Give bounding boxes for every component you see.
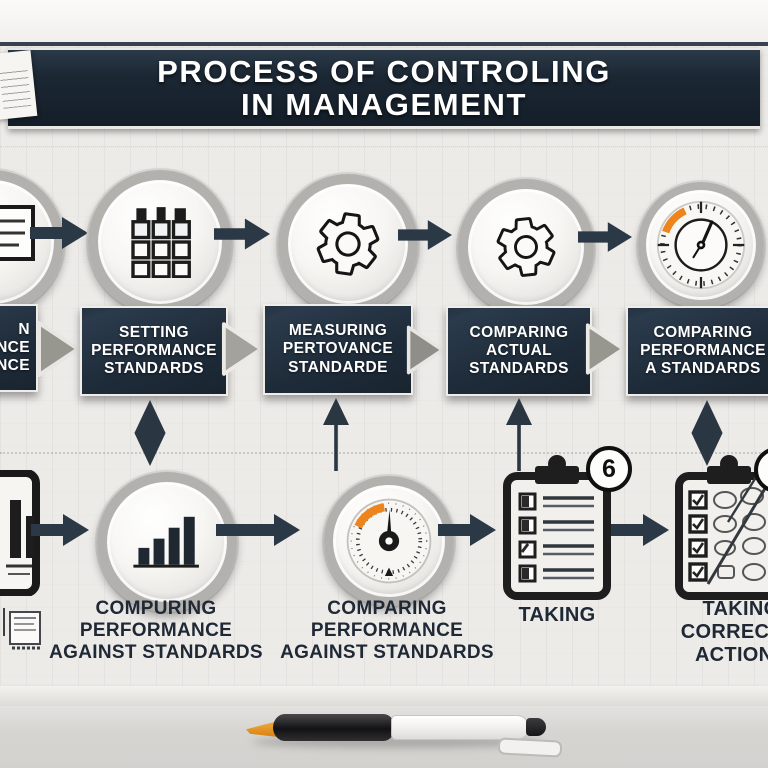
stage-box-partial: N NCE NCE bbox=[0, 304, 38, 392]
stage-box-line: STANDARDS bbox=[104, 360, 204, 378]
label-line: TAKING bbox=[518, 604, 596, 626]
stage-box-line: PERFORMANCE bbox=[640, 341, 766, 359]
page-title-line1: PROCESS OF CONTROLING bbox=[157, 53, 611, 89]
arrow-right-icon bbox=[31, 514, 89, 546]
label-line: CORRECTIV bbox=[680, 621, 768, 644]
label-line: PERFORMANCE bbox=[310, 620, 464, 642]
pen-grip bbox=[273, 714, 395, 741]
label-taking-corrective-actions: TAKING CORRECTIV ACTIONS bbox=[648, 598, 768, 668]
gear-icon bbox=[496, 217, 556, 277]
dotted-guide-line bbox=[0, 146, 768, 147]
gear-icon bbox=[316, 212, 380, 276]
stage-box-line: PERFORMANCE bbox=[91, 341, 217, 359]
stage-box-comparing-actual: COMPARING ACTUAL STANDARDS bbox=[446, 306, 592, 396]
chevron-right-icon bbox=[37, 321, 80, 377]
label-taking: TAKING bbox=[495, 604, 619, 627]
label-line: TAKING bbox=[702, 598, 768, 620]
dotted-guide-line bbox=[0, 452, 768, 454]
arrow-right-icon bbox=[30, 217, 88, 249]
badge-number: 6 bbox=[602, 454, 616, 483]
gauge-icon bbox=[346, 498, 432, 584]
arrow-right-icon bbox=[216, 514, 300, 546]
stage-box-line: A STANDARDS bbox=[645, 360, 761, 378]
stage-box-comparing-performance: COMPARING PERFORMANCE A STANDARDS bbox=[626, 306, 768, 396]
pen-clip bbox=[497, 737, 563, 758]
arrow-right-icon bbox=[214, 218, 270, 250]
stage-box-line: COMPARING bbox=[469, 323, 569, 341]
step-circle-calendar bbox=[88, 170, 232, 314]
label-compuring-performance: COMPURING PERFORMANCE AGAINST STANDARDS bbox=[30, 598, 282, 664]
label-comparing-performance: COMPARING PERFORMANCE AGAINST STANDARDS bbox=[262, 598, 512, 664]
stage-box-setting-standards: SETTING PERFORMANCE STANDARDS bbox=[80, 306, 228, 396]
stage-box-line: PERTOVANCE bbox=[282, 340, 394, 358]
arrow-up-icon bbox=[506, 398, 532, 471]
chevron-right-icon bbox=[585, 323, 626, 375]
calendar-grid-icon bbox=[131, 207, 191, 278]
label-line: COMPARING bbox=[327, 598, 447, 619]
stage-box-line: STANDARDE bbox=[288, 358, 388, 376]
pen-image bbox=[246, 708, 563, 758]
stage-box-line: N bbox=[18, 320, 30, 338]
arrow-right-icon bbox=[611, 514, 669, 546]
arrow-right-icon bbox=[438, 514, 496, 546]
label-line: AGAINST STANDARDS bbox=[49, 642, 263, 664]
clipboard-checklist-icon bbox=[503, 455, 611, 600]
stage-box-line: COMPARING bbox=[653, 323, 753, 341]
label-line: ACTIONS bbox=[694, 644, 768, 667]
step-circle-bar-chart bbox=[97, 472, 237, 612]
step-number-badge: 6 bbox=[586, 446, 632, 492]
label-line: PERFORMANCE bbox=[79, 620, 233, 642]
whiteboard-frame-top bbox=[0, 0, 768, 44]
title-banner: PROCESS OF CONTROLING IN MANAGEMENT bbox=[8, 48, 760, 129]
stage-box-line: ACTUAL bbox=[485, 341, 553, 359]
diamond-connector-icon bbox=[691, 399, 723, 467]
stage-box-measuring: MEASURING PERTOVANCE STANDARDE bbox=[263, 304, 413, 395]
stage-box-line: SETTING bbox=[119, 323, 189, 341]
step-circle-gauge-2 bbox=[324, 476, 454, 606]
arrow-up-icon bbox=[323, 398, 349, 471]
bar-chart-icon bbox=[133, 516, 199, 568]
step-circle-gauge bbox=[638, 182, 764, 308]
whiteboard-frame-bottom bbox=[0, 686, 768, 706]
stage-box-line: MEASURING bbox=[288, 322, 388, 340]
stage-box-line: NCE bbox=[0, 338, 30, 356]
chevron-right-icon bbox=[406, 325, 445, 375]
stamp-sketch-icon bbox=[3, 608, 41, 650]
stage-box-line: STANDARDS bbox=[469, 360, 569, 378]
pen-end-cap bbox=[526, 718, 546, 736]
clipboard-review-icon bbox=[675, 455, 768, 600]
stage-box-line: NCE bbox=[0, 357, 30, 375]
gauge-icon bbox=[656, 200, 746, 290]
arrow-right-icon bbox=[398, 220, 452, 250]
label-line: COMPURING bbox=[95, 598, 217, 619]
label-line: AGAINST STANDARDS bbox=[280, 642, 494, 664]
arrow-right-icon bbox=[578, 222, 632, 252]
step-circle-gear-1 bbox=[278, 174, 418, 314]
page-title-line2: IN MANAGEMENT bbox=[240, 87, 527, 122]
chevron-right-icon bbox=[221, 322, 264, 376]
pen-barrel bbox=[391, 715, 529, 740]
frame-divider bbox=[0, 42, 768, 46]
step-circle-gear-2 bbox=[458, 179, 594, 315]
diamond-connector-icon bbox=[134, 399, 166, 467]
